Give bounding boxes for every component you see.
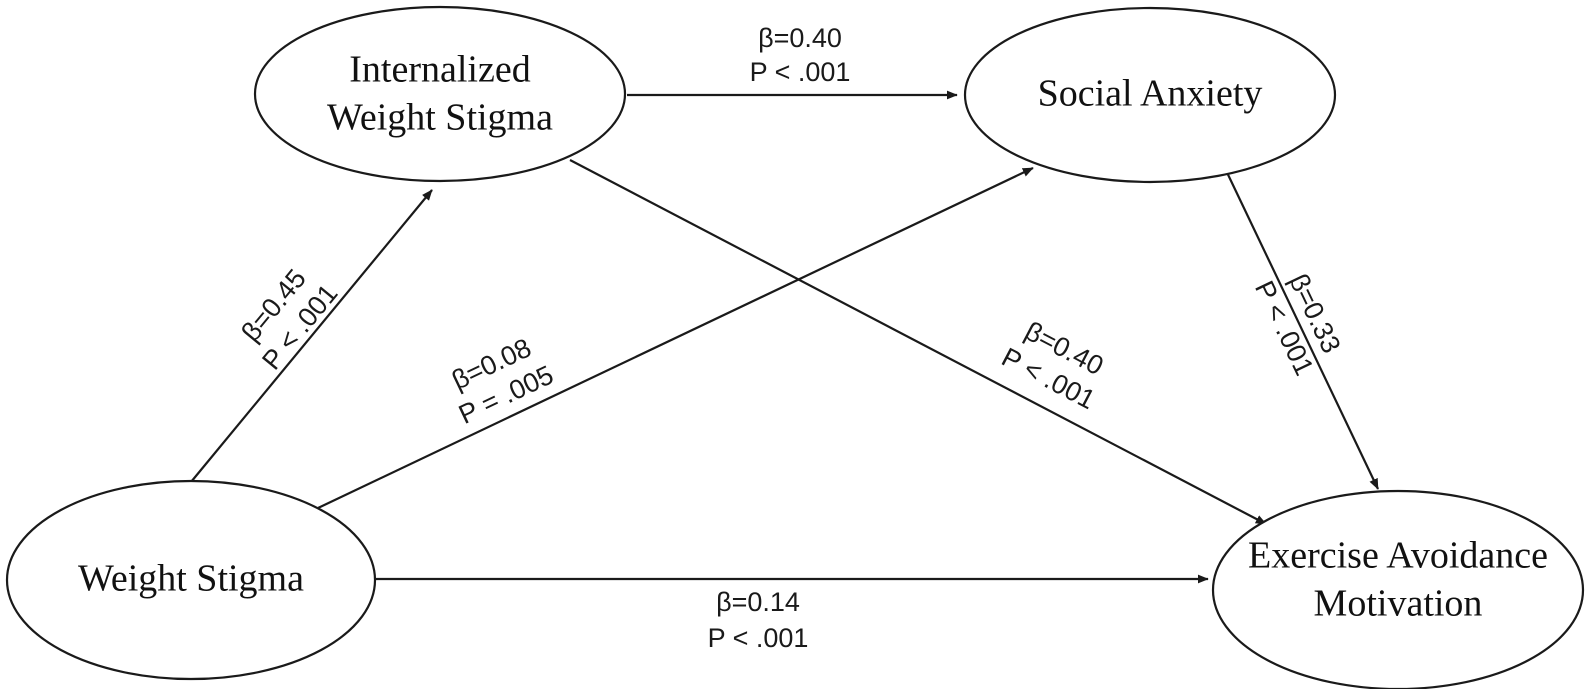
node-label-exercise-avoidance-motivation-line1: Exercise Avoidance — [1248, 535, 1548, 577]
edge-iws-to-exercise-avoidance: β=0.40 P < .001 — [569, 159, 1267, 525]
edge-iws-to-social-anxiety: β=0.40 P < .001 — [627, 23, 958, 100]
node-ellipse-exercise-avoidance-motivation[interactable] — [1211, 489, 1585, 689]
node-label-internalized-weight-stigma-line1: Internalized — [349, 49, 530, 91]
edge-label-p-iws-to-social-anxiety: P < .001 — [750, 57, 851, 87]
edge-line-weight-stigma-to-social-anxiety — [317, 167, 1034, 509]
edge-line-iws-to-exercise-avoidance — [569, 159, 1267, 525]
node-label-social-anxiety: Social Anxiety — [1038, 73, 1263, 115]
edge-weight-stigma-to-exercise-avoidance: β=0.14 P < .001 — [376, 574, 1209, 653]
node-ellipse-weight-stigma[interactable] — [5, 479, 377, 681]
edge-label-beta-iws-to-social-anxiety: β=0.40 — [758, 23, 842, 53]
node-label-internalized-weight-stigma-line2: Weight Stigma — [327, 97, 553, 139]
node-label-exercise-avoidance-motivation-line2: Motivation — [1314, 583, 1483, 625]
edge-weight-stigma-to-iws: β=0.45 P < .001 — [190, 189, 433, 483]
node-social-anxiety[interactable]: Social Anxiety — [963, 6, 1337, 184]
edge-label-p-weight-stigma-to-exercise-avoidance: P < .001 — [708, 623, 809, 653]
edge-weight-stigma-to-social-anxiety: β=0.08 P = .005 — [317, 167, 1034, 509]
edge-line-weight-stigma-to-iws — [190, 189, 433, 483]
edge-label-beta-weight-stigma-to-exercise-avoidance: β=0.14 — [716, 587, 800, 617]
node-weight-stigma[interactable]: Weight Stigma — [5, 479, 377, 681]
node-ellipse-social-anxiety[interactable] — [963, 6, 1337, 184]
node-ellipse-internalized-weight-stigma[interactable] — [253, 5, 627, 183]
edge-social-anxiety-to-exercise-avoidance: β=0.33 P < .001 — [1221, 161, 1379, 490]
node-exercise-avoidance-motivation[interactable]: Exercise Avoidance Motivation — [1211, 489, 1585, 689]
edge-line-social-anxiety-to-exercise-avoidance — [1221, 161, 1379, 490]
node-internalized-weight-stigma[interactable]: Internalized Weight Stigma — [253, 5, 627, 183]
node-label-weight-stigma: Weight Stigma — [78, 558, 304, 600]
